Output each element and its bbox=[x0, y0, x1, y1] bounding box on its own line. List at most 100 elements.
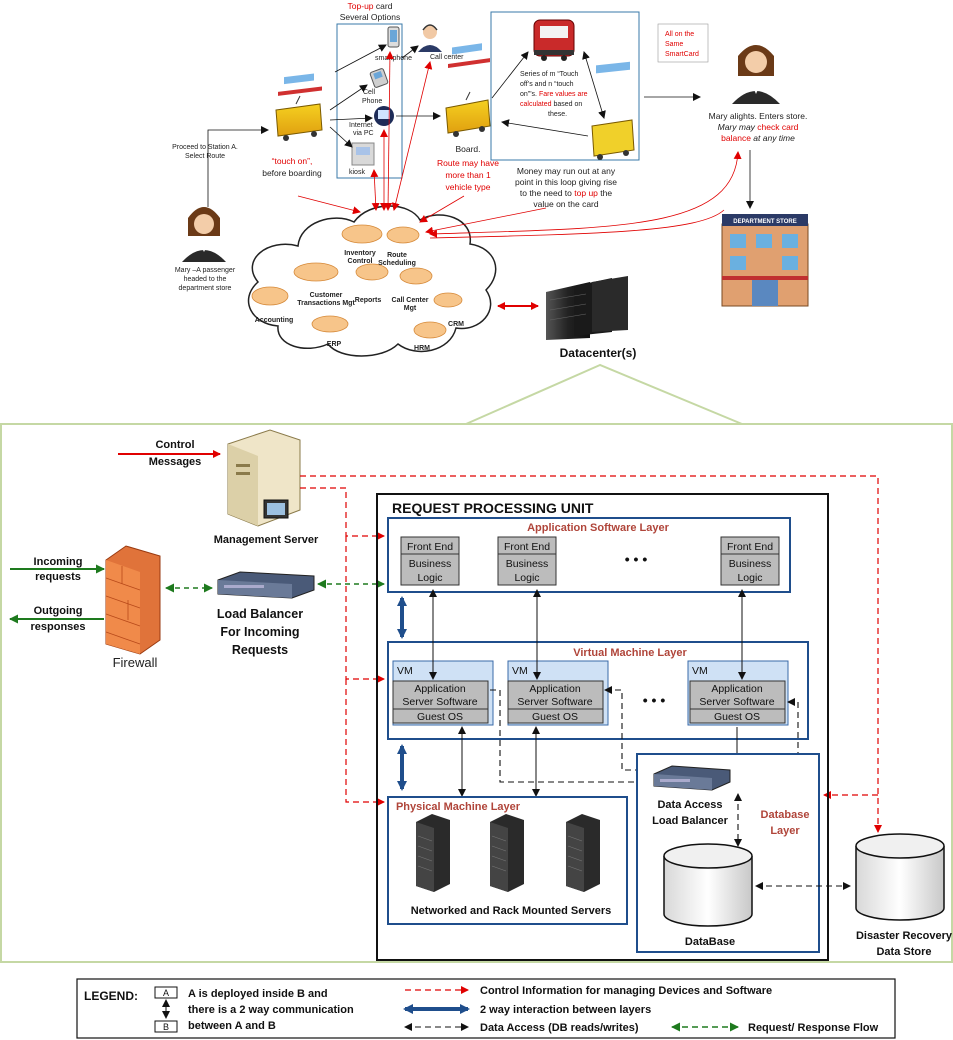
cloud-service-blobs bbox=[251, 224, 463, 339]
app-box: Front End Business Logic bbox=[497, 536, 557, 586]
tram-icon bbox=[445, 43, 491, 137]
legend-title: LEGEND: bbox=[84, 989, 138, 1003]
alight-label-1: Mary alights. Enters store. bbox=[709, 111, 808, 121]
topup-subtitle: Several Options bbox=[340, 12, 400, 22]
svg-text:Business: Business bbox=[506, 558, 549, 570]
svg-text:DEPARTMENT STORE: DEPARTMENT STORE bbox=[733, 219, 796, 225]
loop-label-5: these. bbox=[548, 111, 567, 118]
datacenter-label: Datacenter(s) bbox=[560, 346, 637, 360]
svg-text:Business: Business bbox=[729, 558, 772, 570]
opt-kiosk-label: kiosk bbox=[349, 169, 365, 176]
svg-text:VM: VM bbox=[397, 665, 413, 677]
legend-deploy-3: between A and B bbox=[188, 1020, 276, 1032]
control-messages-label-2: Messages bbox=[149, 456, 202, 468]
legend: LEGEND: A B A is deployed inside B and t… bbox=[76, 978, 896, 1039]
cloud-callcenter-1: Call Center bbox=[392, 297, 429, 304]
rack-server-icon bbox=[566, 814, 600, 892]
money-label-4: value on the card bbox=[533, 199, 598, 209]
firewall-label: Firewall bbox=[113, 655, 158, 670]
call-center-icon bbox=[418, 24, 442, 52]
loop-label-1: Series of m “Touch bbox=[520, 71, 578, 78]
alight-label-2: Mary may check card bbox=[718, 122, 799, 132]
load-balancer-label-2: For Incoming bbox=[220, 625, 299, 639]
dr-label-2: Data Store bbox=[876, 946, 931, 958]
architecture-section: Control Messages Management Server Incom… bbox=[0, 423, 953, 963]
cloud-hrm: HRM bbox=[414, 345, 430, 352]
app-box: Front End Business Logic bbox=[720, 536, 780, 586]
phys-layer-title: Physical Machine Layer bbox=[396, 801, 521, 813]
vm-layer-title: Virtual Machine Layer bbox=[573, 647, 687, 659]
legend-req-resp: Request/ Response Flow bbox=[748, 1022, 879, 1034]
cloud-callcenter-2: Mgt bbox=[404, 305, 417, 312]
loop-label-3: on”’s. Fare values are bbox=[520, 91, 588, 98]
legend-two-way: 2 way interaction between layers bbox=[480, 1004, 651, 1016]
board-label-2: Route may have bbox=[437, 158, 499, 168]
same-card-bracket bbox=[657, 23, 709, 63]
app-layer-title: Application Software Layer bbox=[527, 522, 670, 534]
proceed-label-2: Select Route bbox=[185, 153, 225, 160]
touch-on-label: “touch on”, bbox=[272, 156, 313, 166]
dr-label-1: Disaster Recovery bbox=[856, 930, 953, 942]
management-server-label: Management Server bbox=[214, 534, 319, 546]
legend-control-info: Control Information for managing Devices… bbox=[480, 985, 772, 997]
svg-text:Front End: Front End bbox=[407, 541, 453, 553]
svg-text:Application: Application bbox=[711, 683, 763, 695]
board-label-1: Board. bbox=[455, 144, 480, 154]
passenger-icon bbox=[732, 45, 780, 104]
zoom-funnel bbox=[465, 363, 743, 425]
board-label-3: more than 1 bbox=[445, 170, 491, 180]
vm-ellipsis: • • • bbox=[643, 692, 666, 708]
cloud-inventory-2: Control bbox=[348, 258, 373, 265]
cloud-customer-2: Transactions Mgt bbox=[297, 300, 355, 307]
opt-cellphone-label-1: Cell bbox=[363, 89, 376, 96]
passenger-icon bbox=[182, 207, 226, 262]
opt-internet-label-2: via PC bbox=[353, 130, 374, 137]
legend-data-access: Data Access (DB reads/writes) bbox=[480, 1022, 639, 1034]
svg-text:Server Software: Server Software bbox=[517, 696, 592, 708]
svg-text:Logic: Logic bbox=[514, 572, 539, 584]
svg-text:VM: VM bbox=[692, 665, 708, 677]
architecture-frame bbox=[0, 423, 953, 963]
vm-box: VM Application Server Software Guest OS bbox=[507, 660, 609, 726]
svg-text:Server Software: Server Software bbox=[699, 696, 774, 708]
svg-text:Guest OS: Guest OS bbox=[714, 711, 760, 723]
board-label-4: vehicle type bbox=[446, 182, 491, 192]
management-server-icon bbox=[227, 429, 301, 527]
control-messages-label-1: Control bbox=[155, 439, 194, 451]
bus-icon bbox=[591, 61, 635, 160]
load-balancer-label-1: Load Balancer bbox=[217, 607, 303, 621]
svg-text:Application: Application bbox=[414, 683, 466, 695]
svg-text:Front End: Front End bbox=[504, 541, 550, 553]
cloud-shape bbox=[247, 205, 497, 357]
db-layer-title-1: Database bbox=[761, 809, 810, 821]
pc-icon bbox=[374, 106, 394, 126]
tram-icon bbox=[275, 73, 323, 141]
legend-deploy-1: A is deployed inside B and bbox=[188, 988, 328, 1000]
svg-text:Front End: Front End bbox=[727, 541, 773, 553]
opt-internet-label-1: Internet bbox=[349, 122, 373, 129]
load-balancer-label-3: Requests bbox=[232, 643, 288, 657]
svg-text:Business: Business bbox=[409, 558, 452, 570]
same-card-label-2: Same bbox=[665, 41, 683, 48]
cloud-accounting: Accounting bbox=[255, 317, 294, 324]
database-label: DataBase bbox=[685, 936, 735, 948]
alight-label-3: balance at any time bbox=[721, 133, 795, 143]
firewall-icon bbox=[105, 545, 161, 655]
svg-text:Application: Application bbox=[529, 683, 581, 695]
same-card-label-3: SmartCard bbox=[665, 51, 699, 58]
kiosk-icon bbox=[351, 142, 375, 166]
opt-cellphone-label-2: Phone bbox=[362, 98, 382, 105]
svg-text:Logic: Logic bbox=[417, 572, 442, 584]
dalb-label-1: Data Access bbox=[657, 799, 722, 811]
app-box: Front End Business Logic bbox=[400, 536, 460, 586]
legend-box-b: B bbox=[163, 1022, 169, 1032]
legend-deploy-2: there is a 2 way communication bbox=[188, 1004, 354, 1016]
cell-phone-icon bbox=[369, 68, 389, 88]
mary-label-2: headed to the bbox=[184, 276, 227, 283]
svg-text:VM: VM bbox=[512, 665, 528, 677]
svg-text:Guest OS: Guest OS bbox=[532, 711, 578, 723]
opt-callcenter-label: Call center bbox=[430, 54, 464, 61]
mary-label-1: Mary –A passenger bbox=[175, 267, 236, 274]
loop-label-2: off’s and n “touch bbox=[520, 81, 574, 88]
servers-label: Networked and Rack Mounted Servers bbox=[411, 905, 612, 917]
